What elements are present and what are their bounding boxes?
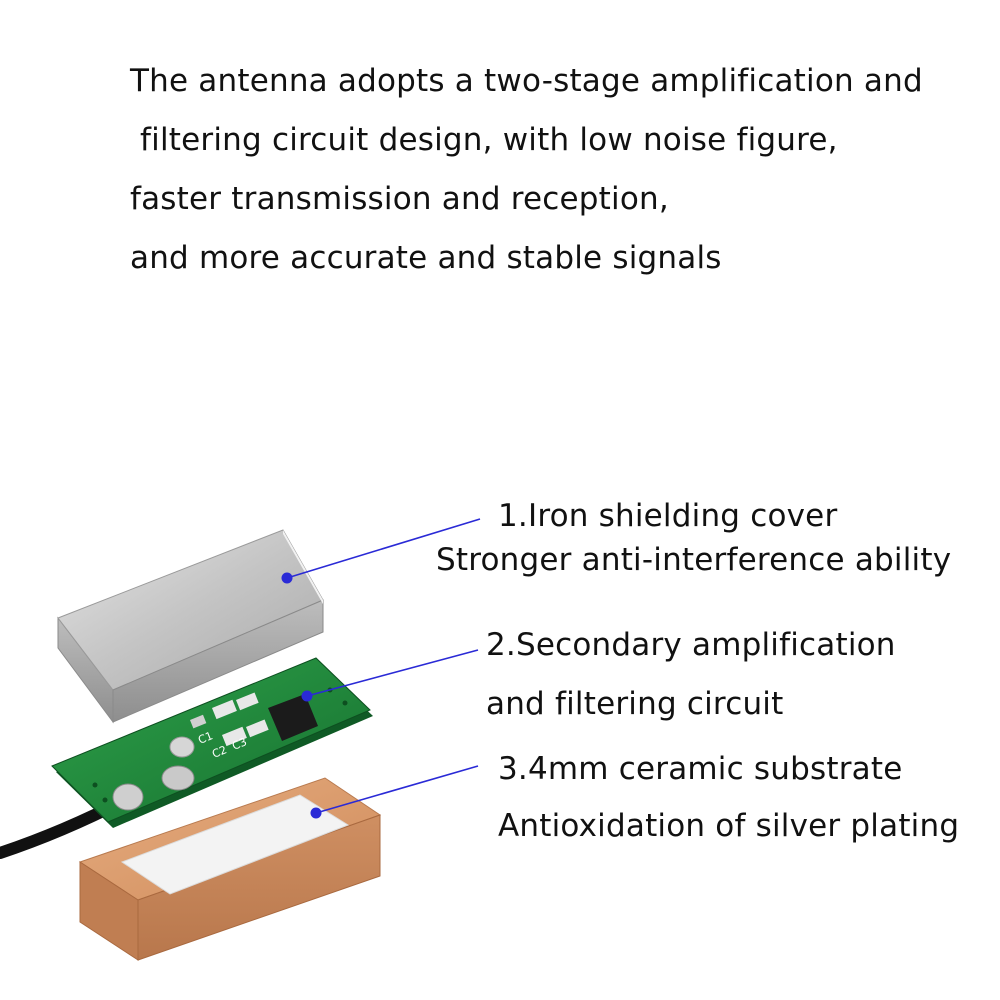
intro-line-4: and more accurate and stable signals	[130, 240, 722, 276]
pcb-label-c2: C2	[210, 743, 228, 761]
intro-line-2: filtering circuit design, with low noise…	[130, 122, 838, 158]
intro-line-1: The antenna adopts a two-stage amplifica…	[130, 63, 923, 99]
pcb-label-c3: C3	[230, 735, 248, 753]
callout-3-subtitle: Antioxidation of silver plating	[498, 808, 960, 844]
leader-dot-2	[301, 690, 313, 702]
callout-2-subtitle: and filtering circuit	[486, 686, 784, 722]
callout-2-title: 2.Secondary amplification	[486, 627, 896, 663]
callout-3-title: 3.4mm ceramic substrate	[498, 751, 903, 787]
callout-1-title: 1.Iron shielding cover	[498, 498, 838, 534]
leader-dot-3	[310, 807, 322, 819]
callout-1-subtitle: Stronger anti-interference ability	[436, 542, 952, 578]
leader-dot-1	[281, 572, 293, 584]
pcb-label-c1: C1	[196, 729, 214, 747]
ceramic-substrate	[78, 777, 382, 961]
intro-line-3: faster transmission and reception,	[130, 181, 669, 217]
pcb-board: C1 C2 C3	[51, 657, 373, 828]
leader-lines	[281, 518, 481, 819]
shield-cover	[57, 529, 324, 724]
